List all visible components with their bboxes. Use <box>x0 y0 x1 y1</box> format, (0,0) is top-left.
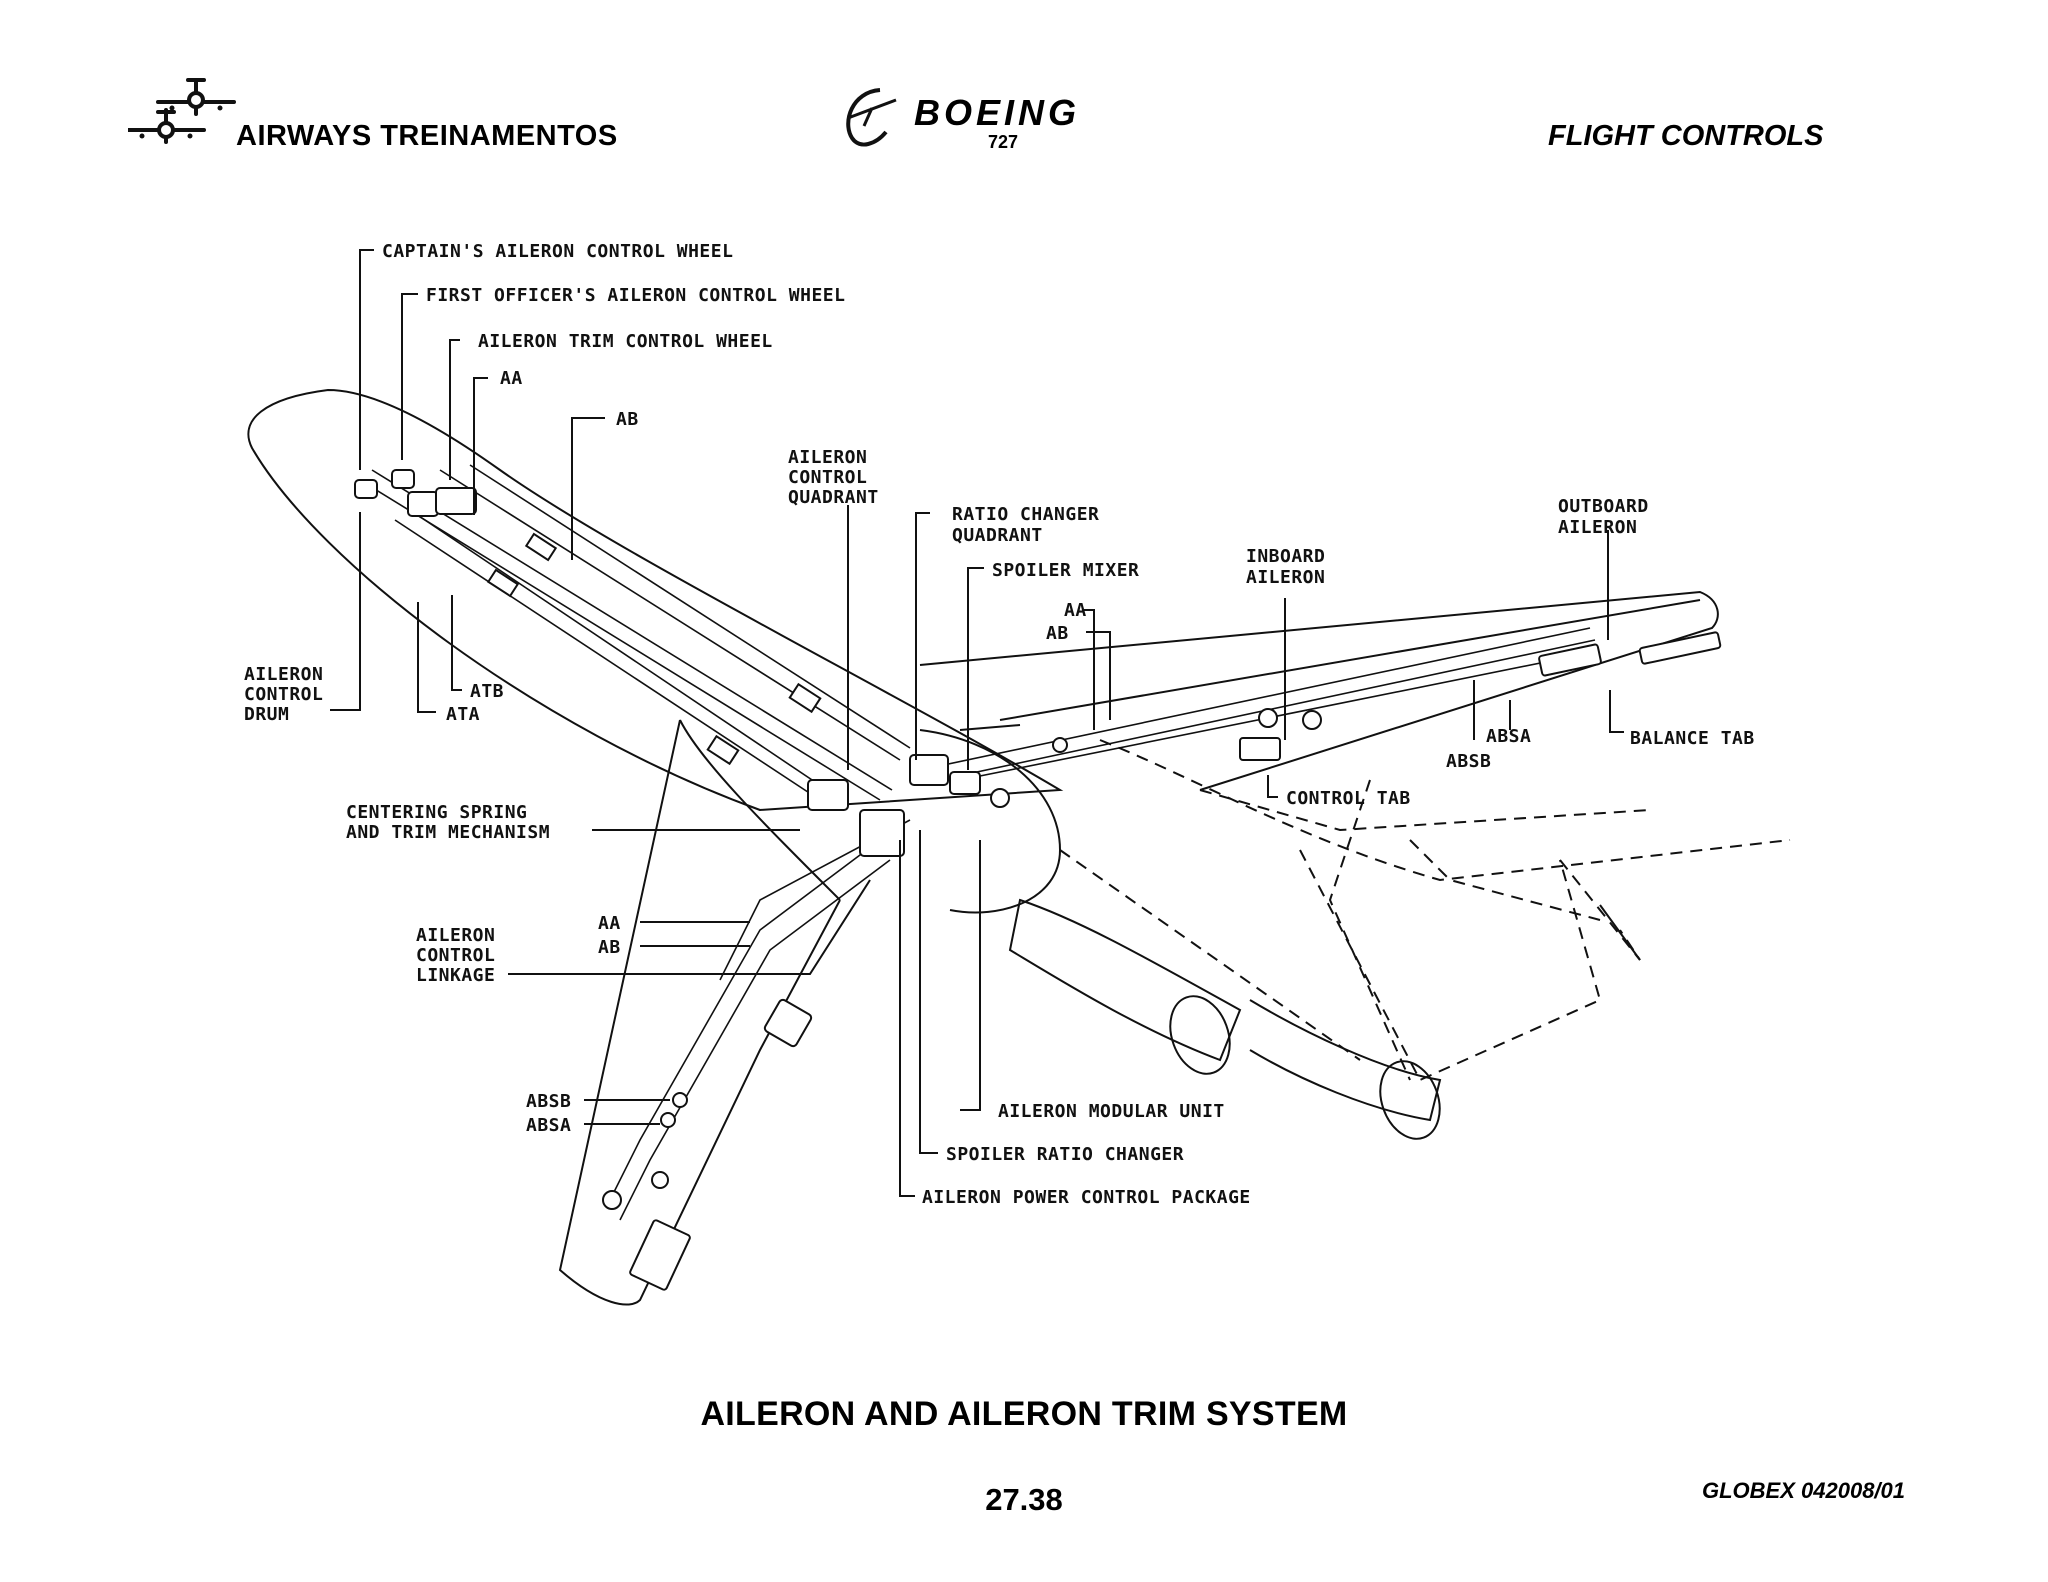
label-aa-top: AA <box>500 368 523 389</box>
label-aa-right: AA <box>1064 600 1087 621</box>
label-absb-right: ABSB <box>1446 751 1491 772</box>
label-ab-right: AB <box>1046 623 1069 644</box>
boeing-wordmark: BOEING <box>914 92 1081 133</box>
figure-caption: AILERON AND AILERON TRIM SYSTEM <box>700 1395 1348 1433</box>
label-centering-1: CENTERING SPRING <box>346 802 527 823</box>
label-ata: ATA <box>446 704 480 725</box>
boeing-logo: BOEING 727 <box>836 78 1116 158</box>
boeing-swoosh-icon <box>846 88 897 147</box>
label-ab-lower: AB <box>598 937 621 958</box>
label-outboard-1: OUTBOARD <box>1558 496 1649 517</box>
label-linkage-1: AILERON <box>416 925 495 946</box>
label-ab-top: AB <box>616 409 639 430</box>
label-absb-lower: ABSB <box>526 1091 571 1112</box>
airplanes-logo-icon <box>128 78 236 144</box>
label-spoiler-ratio-changer: SPOILER RATIO CHANGER <box>946 1144 1184 1165</box>
page-number: 27.38 <box>985 1482 1063 1517</box>
label-drum-3: DRUM <box>244 704 289 725</box>
label-spoiler-mixer: SPOILER MIXER <box>992 560 1139 581</box>
airframe-outline <box>247 388 1791 1306</box>
label-linkage-2: CONTROL <box>416 945 495 966</box>
model-number: 727 <box>988 132 1019 152</box>
label-modular-unit: AILERON MODULAR UNIT <box>998 1101 1225 1122</box>
label-inboard-2: AILERON <box>1246 567 1325 588</box>
control-components <box>354 469 1722 1291</box>
label-aa-lower: AA <box>598 913 621 934</box>
label-quadrant-3: QUADRANT <box>788 487 879 508</box>
label-absa-lower: ABSA <box>526 1115 571 1136</box>
diagram-labels: CAPTAIN'S AILERON CONTROL WHEEL FIRST OF… <box>244 241 1755 1208</box>
label-trim-wheel: AILERON TRIM CONTROL WHEEL <box>478 331 773 352</box>
label-inboard-1: INBOARD <box>1246 546 1325 567</box>
label-absa-right: ABSA <box>1486 726 1531 747</box>
label-ratio-quadrant-2: QUADRANT <box>952 525 1043 546</box>
section-title: FLIGHT CONTROLS <box>1548 120 1824 152</box>
document-code: GLOBEX 042008/01 <box>1702 1478 1906 1503</box>
label-quadrant-1: AILERON <box>788 447 867 468</box>
label-centering-2: AND TRIM MECHANISM <box>346 822 550 843</box>
label-power-control-package: AILERON POWER CONTROL PACKAGE <box>922 1187 1251 1208</box>
control-cables <box>359 464 1596 1221</box>
label-fo-wheel: FIRST OFFICER'S AILERON CONTROL WHEEL <box>426 285 845 306</box>
label-atb: ATB <box>470 681 504 702</box>
label-drum-2: CONTROL <box>244 684 323 705</box>
label-captain-wheel: CAPTAIN'S AILERON CONTROL WHEEL <box>382 241 733 262</box>
company-name: AIRWAYS TREINAMENTOS <box>236 120 618 152</box>
label-ratio-quadrant-1: RATIO CHANGER <box>952 504 1099 525</box>
label-linkage-3: LINKAGE <box>416 965 495 986</box>
label-quadrant-2: CONTROL <box>788 467 867 488</box>
label-outboard-2: AILERON <box>1558 517 1637 538</box>
leader-lines <box>330 249 1624 1197</box>
label-balance-tab: BALANCE TAB <box>1630 728 1755 749</box>
header-brand: AIRWAYS TREINAMENTOS <box>128 72 848 172</box>
label-control-tab: CONTROL TAB <box>1286 788 1411 809</box>
label-drum-1: AILERON <box>244 664 323 685</box>
